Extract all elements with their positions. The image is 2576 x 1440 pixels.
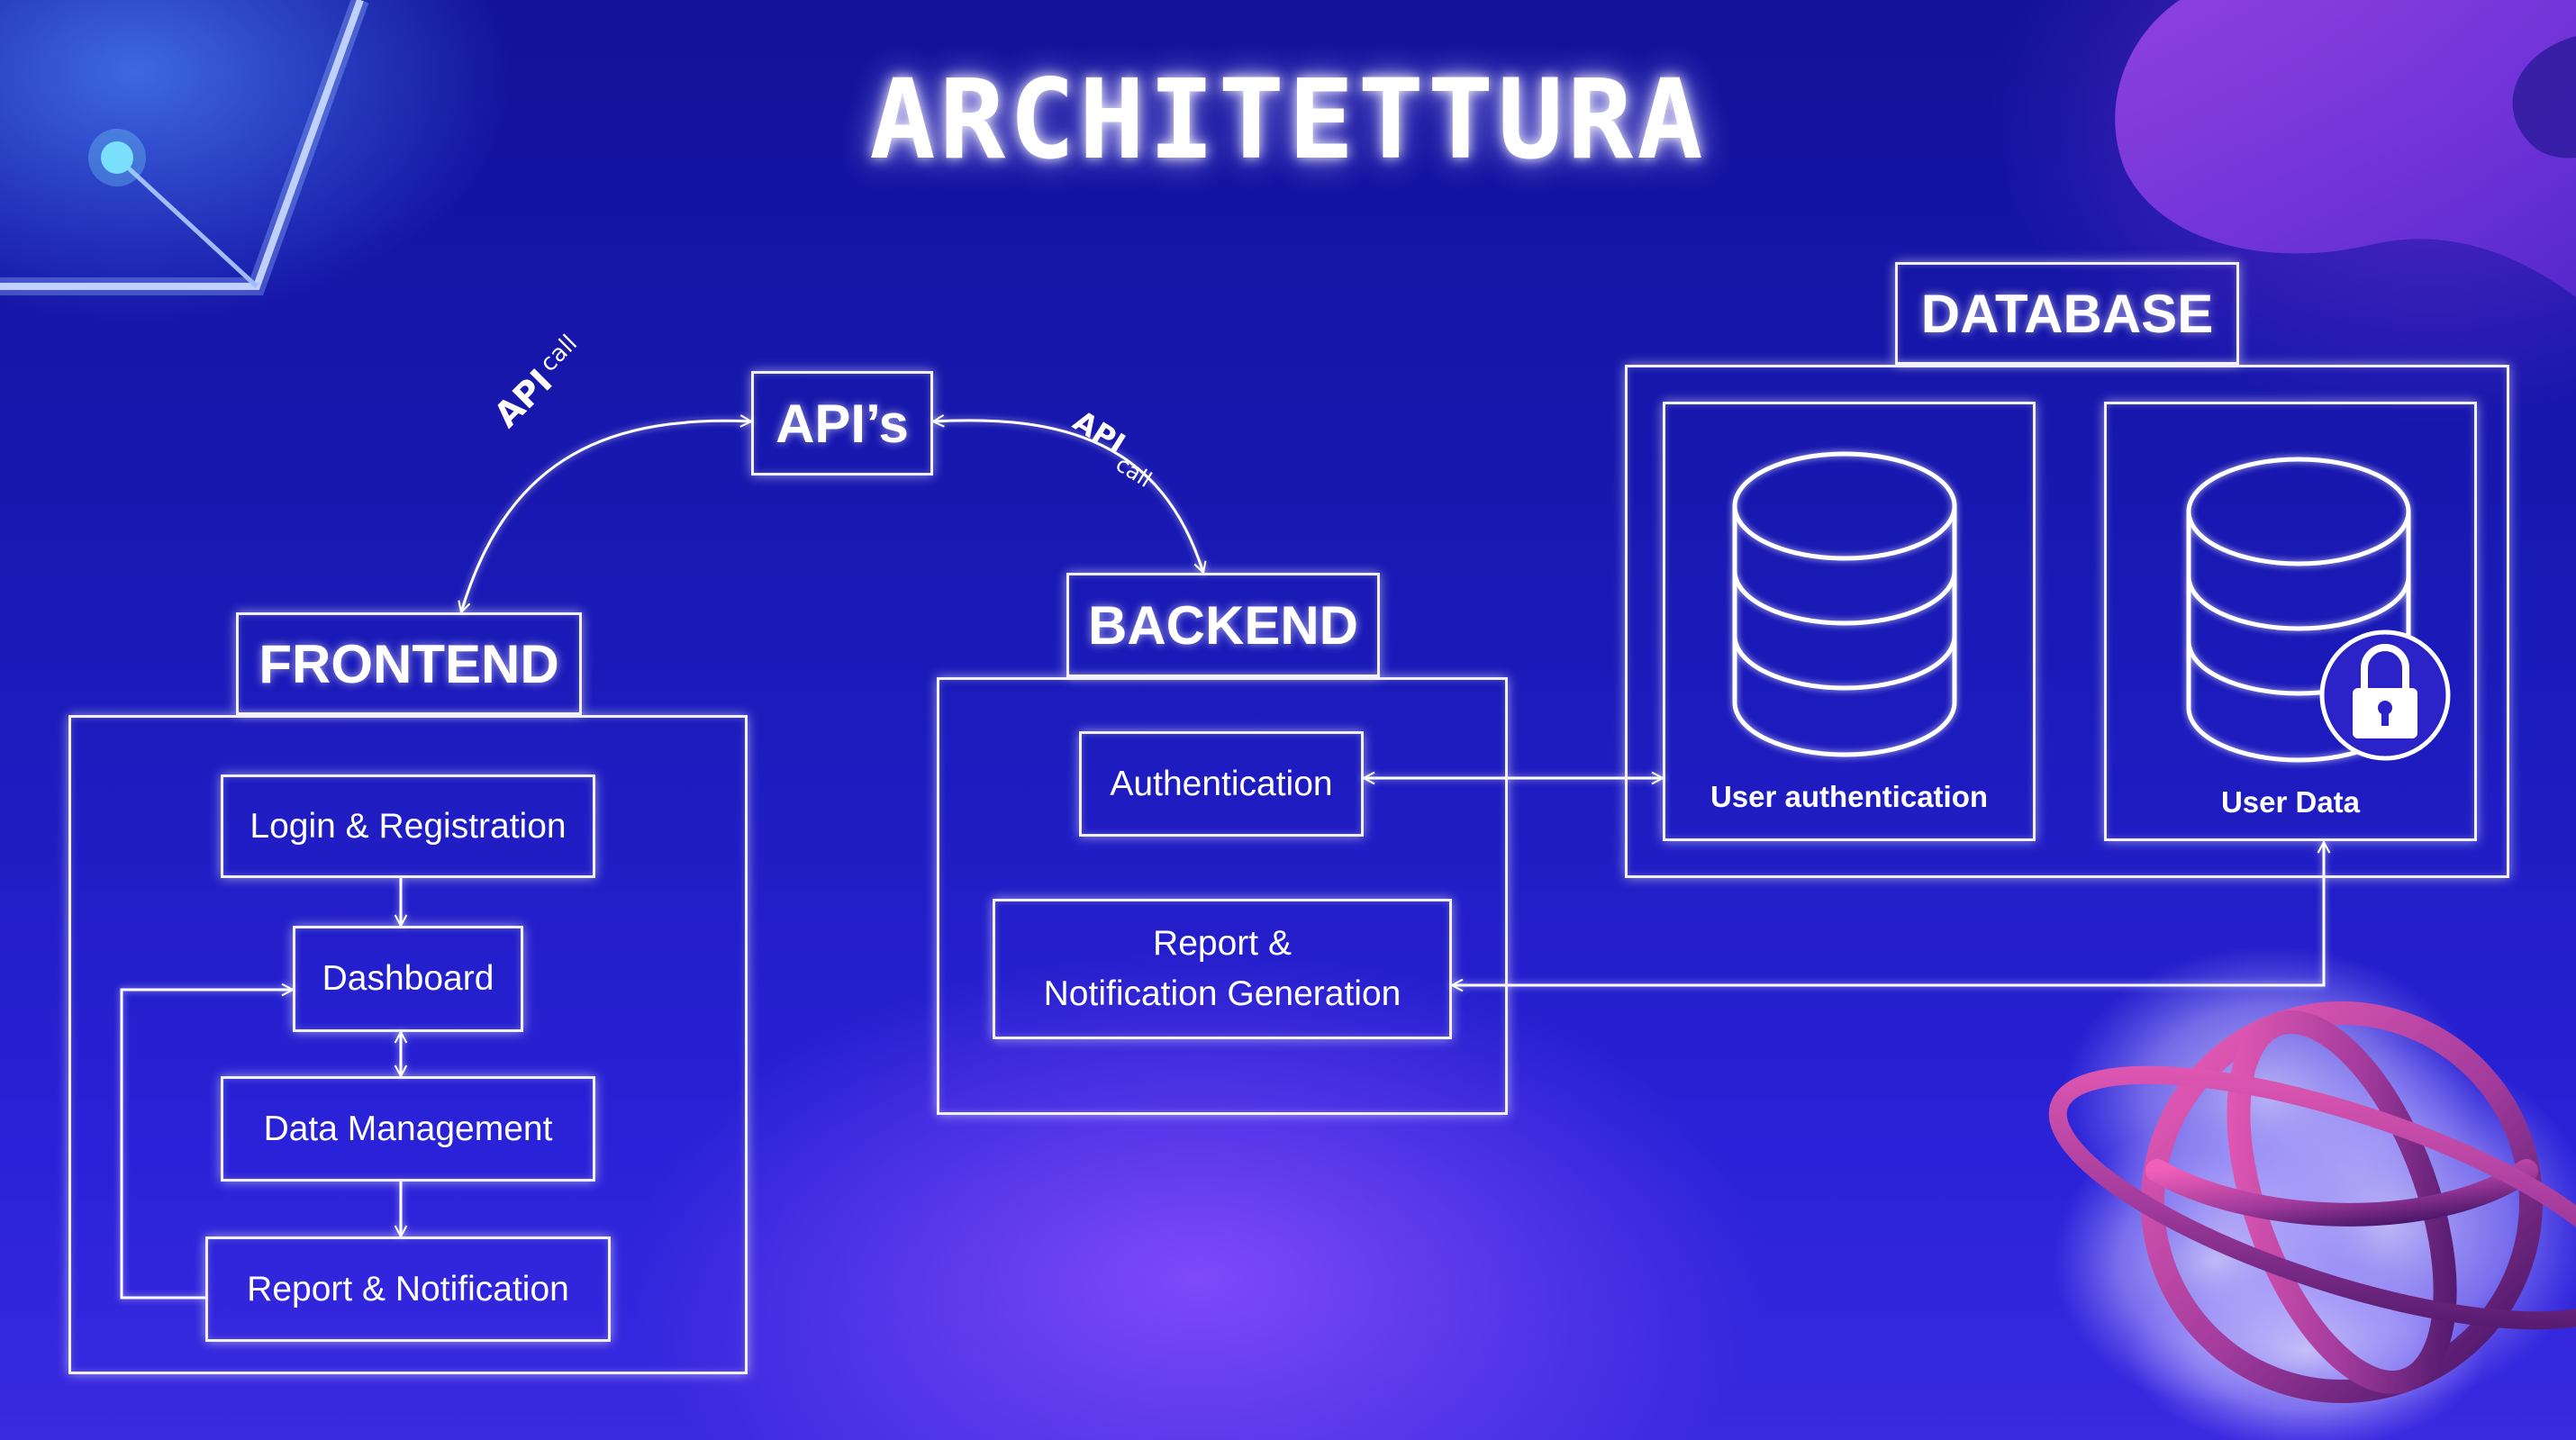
backend-authentication: Authentication (1079, 731, 1364, 837)
arrow-userdata-report (1449, 839, 2331, 992)
database-container (1625, 365, 2509, 878)
arrow-frontend-api (458, 414, 754, 615)
frontend-dashboard: Dashboard (293, 926, 523, 1032)
db-user-data-label: User Data (2220, 785, 2361, 819)
frontend-container (68, 715, 748, 1374)
globe-icon (2048, 1001, 2576, 1403)
purple-blob (2115, 0, 2576, 297)
database-header: DATABASE (1895, 262, 2239, 365)
backend-report-notification-generation: Report & Notification Generation (993, 899, 1452, 1039)
arrow-api-backend (930, 414, 1207, 575)
frontend-login-registration: Login & Registration (221, 774, 595, 878)
frontend-data-management: Data Management (221, 1076, 595, 1182)
corner-neon-lines (0, 0, 369, 295)
backend-header: BACKEND (1066, 573, 1380, 677)
arrow-report-dashboard (120, 983, 295, 1300)
apis-header: API’s (751, 371, 933, 475)
database-icon (1732, 451, 1957, 757)
frontend-report-notification: Report & Notification (205, 1236, 611, 1342)
db-user-auth-label: User authentication (1710, 780, 1989, 813)
report-line-1: Report & (1153, 924, 1292, 963)
db-user-data-panel (2104, 402, 2477, 841)
backend-container (937, 677, 1508, 1115)
db-user-auth-panel (1663, 402, 2036, 841)
page-title: ARCHITETTURA (869, 56, 1707, 184)
lock-icon (2319, 629, 2451, 761)
report-line-2: Notification Generation (1043, 974, 1401, 1013)
frontend-header: FRONTEND (236, 612, 582, 715)
